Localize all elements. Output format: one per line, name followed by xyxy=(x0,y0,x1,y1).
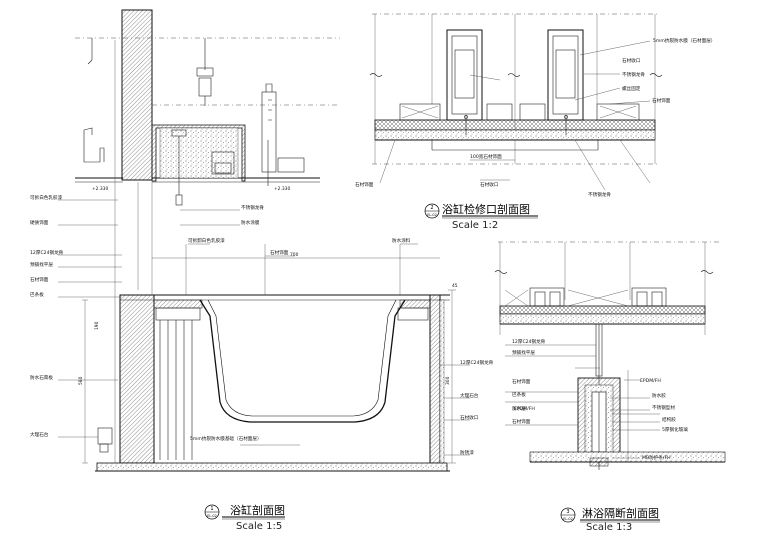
label-panel-stone-edge: 石材收口 xyxy=(622,57,641,64)
label-partition-epdm-2: EPDM/FH xyxy=(514,406,535,412)
label-leveling-layer: 预铺找平层 xyxy=(30,261,53,268)
label-waterproof-gypsum: 防水石膏板 xyxy=(30,374,53,381)
label-partition-stone-finish-low: 石材饰面 xyxy=(512,418,531,425)
access-panel-section-drawing: 5mm抗裂防水膜（石材面层） 石材收口 不锈钢龙骨 螺丝固定 石材饰面 石材饰面… xyxy=(355,13,715,231)
label-partition-steel-keel: 12厚C24钢龙骨 xyxy=(512,338,546,345)
dimension-height-left: 580 xyxy=(78,376,84,385)
label-partition-waterproof: 防水层 xyxy=(512,405,526,412)
label-marble-base-right: 大理石台 xyxy=(460,392,479,399)
label-panel-stainless-keel: 不锈钢龙骨 xyxy=(622,71,645,78)
label-panel-stone-100: 100宽石材饰面 xyxy=(470,153,502,160)
label-anti-rust-paint: 防锈漆 xyxy=(460,449,474,456)
label-panel-screw-fix: 螺丝固定 xyxy=(622,85,641,92)
access-panel-title-block: 2 EL-02 浴缸检修口剖面图 Scale 1:2 xyxy=(424,202,538,231)
label-steel-keel-right: 12厚C24钢龙骨 xyxy=(460,359,494,366)
access-panel-sheet-ref: EL-02 xyxy=(427,213,437,217)
label-partition-leveling: 预铺找平层 xyxy=(512,349,535,356)
bathtub-section-number: 1 xyxy=(210,506,213,512)
dimension-level-right: +2.330 xyxy=(274,186,290,192)
bathtub-section-sheet-ref: EL-02 xyxy=(207,514,217,518)
label-removable-white-latex: 可拆卸白色乳胶漆 xyxy=(188,237,225,244)
dimension-level-left: +2.330 xyxy=(92,186,108,192)
label-partition-sealant: 防水胶 xyxy=(652,392,666,399)
shower-partition-sheet-ref: EL-02 xyxy=(563,517,573,521)
label-partition-glass: 5厚钢化玻璃 xyxy=(662,426,688,433)
bathtub-section-drawing: 可拆白色乳胶漆 硬质饰面 12厚C24钢龙骨 预铺找平层 石材饰面 巴条板 防水… xyxy=(30,9,494,532)
bathtub-section-title: 浴缸剖面图 xyxy=(230,503,285,517)
label-panel-stone-finish-left: 石材饰面 xyxy=(355,181,374,188)
label-hard-finish: 硬质饰面 xyxy=(30,219,49,226)
label-removable-latex-paint: 可拆白色乳胶漆 xyxy=(30,194,63,201)
label-panel-stone-finish-right: 石材饰面 xyxy=(652,97,671,104)
shower-partition-title: 淋浴隔断剖面图 xyxy=(582,506,659,520)
access-panel-scale: Scale 1:2 xyxy=(452,220,498,231)
dimension-rim-left: 190 xyxy=(94,321,100,330)
label-panel-membrane: 5mm抗裂防水膜（石材面层） xyxy=(653,37,715,44)
dimension-width: 700 xyxy=(290,252,299,258)
label-partition-stainless-profile: 不锈钢型材 xyxy=(652,404,675,411)
shower-partition-title-block: 3 EL-02 淋浴隔断剖面图 Scale 1:3 xyxy=(560,506,660,533)
dimension-rim-right: 45 xyxy=(452,283,458,289)
shower-partition-number: 3 xyxy=(566,509,569,515)
label-waterproof-coating: 防水涂料 xyxy=(392,237,411,244)
label-partition-bar-panel: 巴条板 xyxy=(512,391,526,398)
label-bar-panel: 巴条板 xyxy=(30,291,44,298)
label-stone-edge: 石材收口 xyxy=(460,414,479,421)
label-partition-structural-glue: 结构胶 xyxy=(662,416,676,423)
dimension-height-right: 300 xyxy=(445,376,451,385)
access-panel-title: 浴缸检修口剖面图 xyxy=(442,202,530,216)
access-panel-number: 2 xyxy=(430,205,433,211)
label-waterproof-membrane: 防水涂膜 xyxy=(241,219,260,226)
label-stone-finish-left: 石材饰面 xyxy=(30,276,49,283)
bathtub-section-scale: Scale 1:5 xyxy=(236,521,282,532)
label-panel-keel-bottom: 不锈钢龙骨 xyxy=(588,191,611,198)
bathtub-section-title-block: 1 EL-02 浴缸剖面图 Scale 1:5 xyxy=(204,503,285,532)
label-steel-keel-left: 12厚C24钢龙骨 xyxy=(30,249,64,256)
shower-partition-scale: Scale 1:3 xyxy=(586,522,632,533)
shower-partition-section-drawing: 12厚C24钢龙骨 预铺找平层 石材饰面 巴条板 石材饰面 防水层 EPDM/F… xyxy=(494,241,726,533)
label-marble-base-left: 大理石台 xyxy=(30,431,49,438)
label-stainless-keel: 不锈钢龙骨 xyxy=(241,204,264,211)
label-stone-finish-top: 石材饰面 xyxy=(270,249,289,256)
label-panel-stone-edge-bottom: 石材收口 xyxy=(480,181,499,188)
label-partition-epdm-1: EPDM/FH xyxy=(640,378,661,384)
label-membrane-base: 5mm抗裂防水膜基础（石材面层） xyxy=(190,435,262,442)
label-partition-protective-strip: MB防护条/FH xyxy=(642,454,671,461)
label-partition-stone-finish: 石材饰面 xyxy=(512,378,531,385)
